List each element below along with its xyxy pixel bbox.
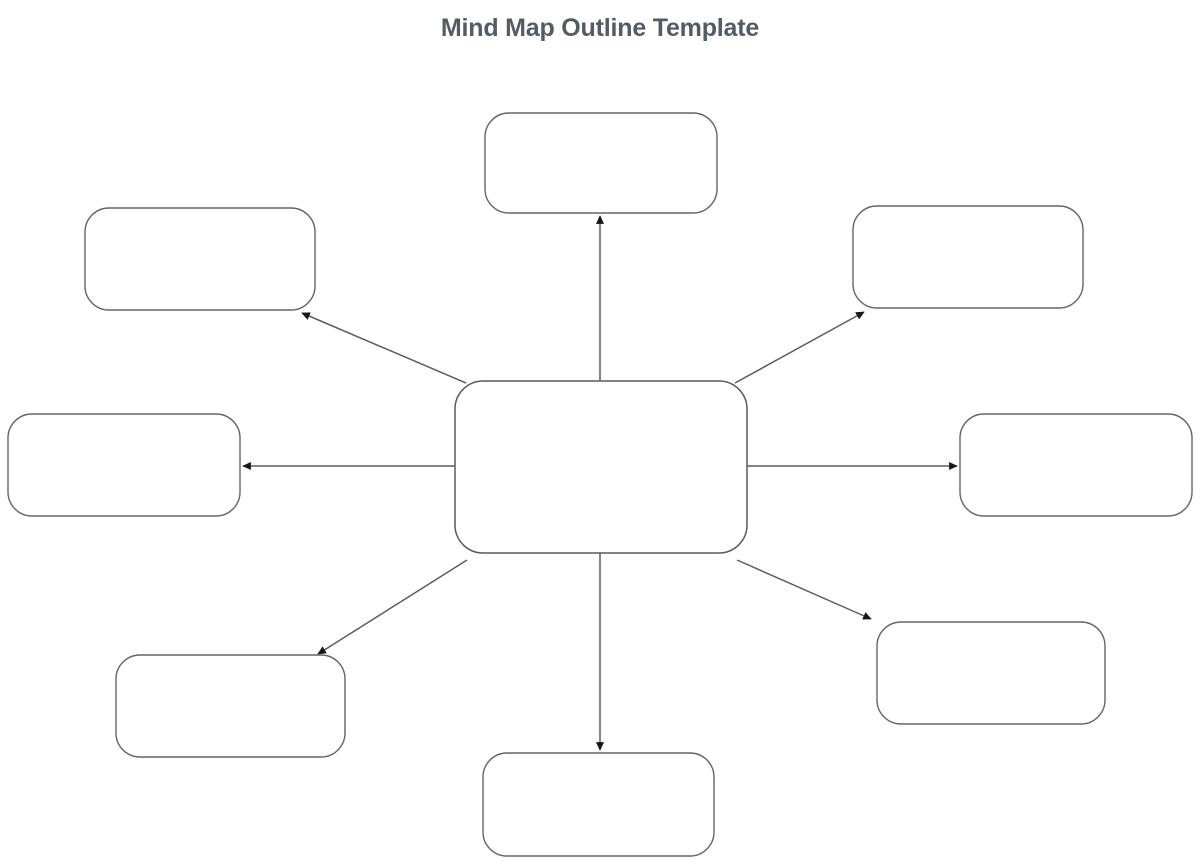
- node-branch-lower-right-shape[interactable]: [876, 621, 1106, 725]
- nodes-layer: [7, 112, 1193, 857]
- node-branch-upper-left-shape[interactable]: [84, 207, 316, 311]
- connector-lower-left: [317, 559, 468, 655]
- connector-upper-right: [734, 311, 865, 384]
- page-title: Mind Map Outline Template: [440, 14, 760, 42]
- node-branch-lower-left[interactable]: [115, 654, 346, 758]
- connectors-layer: [242, 215, 958, 751]
- node-branch-lower-right[interactable]: [876, 621, 1106, 725]
- node-branch-right[interactable]: [959, 413, 1193, 517]
- connector-upper-left: [301, 312, 467, 384]
- connector-lower-right: [736, 559, 872, 620]
- node-branch-bottom-shape[interactable]: [482, 752, 715, 857]
- node-branch-left-shape[interactable]: [7, 413, 241, 517]
- node-central-shape[interactable]: [454, 380, 748, 554]
- node-branch-top-shape[interactable]: [484, 112, 718, 214]
- node-branch-upper-right[interactable]: [852, 205, 1084, 309]
- node-branch-upper-left[interactable]: [84, 207, 316, 311]
- node-branch-left[interactable]: [7, 413, 241, 517]
- node-branch-top[interactable]: [484, 112, 718, 214]
- node-branch-upper-right-shape[interactable]: [852, 205, 1084, 309]
- node-central[interactable]: [454, 380, 748, 554]
- node-branch-lower-left-shape[interactable]: [115, 654, 346, 758]
- node-branch-bottom[interactable]: [482, 752, 715, 857]
- node-branch-right-shape[interactable]: [959, 413, 1193, 517]
